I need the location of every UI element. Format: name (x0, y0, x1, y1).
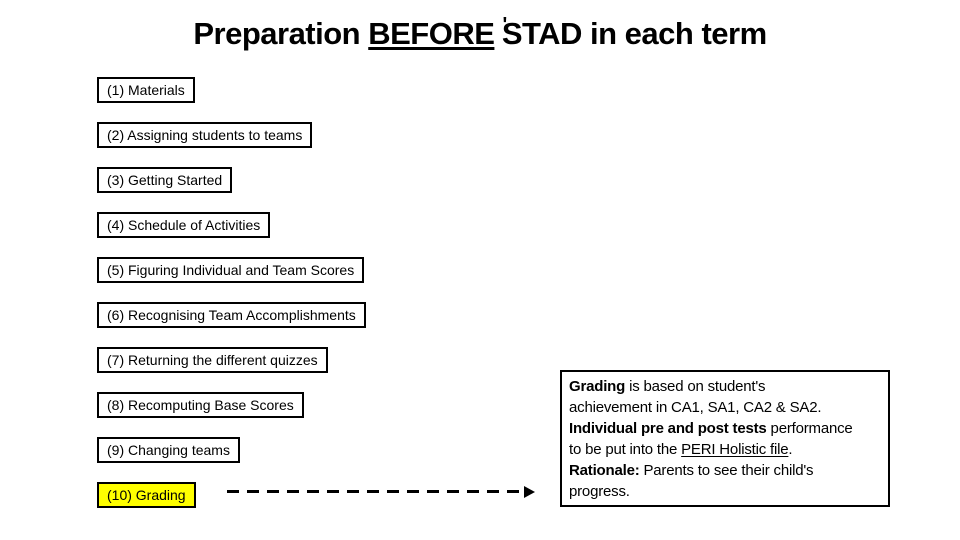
step-box: (2) Assigning students to teams (97, 122, 313, 148)
step-box: (8) Recomputing Base Scores (97, 392, 304, 418)
info-text-segment: progress. (569, 483, 630, 500)
info-text-segment: Grading (569, 378, 626, 395)
title-text: Preparation (193, 16, 369, 51)
step-box: (5) Figuring Individual and Team Scores (97, 257, 365, 283)
info-text-segment: Rationale: (569, 462, 640, 479)
info-line: Grading is based on student's (569, 376, 881, 397)
info-box: Grading is based on student's achievement… (560, 370, 890, 507)
info-text-segment: . (788, 441, 793, 458)
stray-apostrophe: ' (502, 14, 508, 36)
info-text-segment: Parents to see their child's (639, 462, 814, 479)
info-text-segment: Individual pre and post tests (569, 420, 767, 437)
title-emphasis: BEFORE (368, 16, 495, 51)
dashed-arrow (227, 485, 535, 498)
info-text-segment: achievement in CA1, SA1, CA2 & SA2. (569, 399, 822, 416)
info-line: Rationale: Parents to see their child's (569, 460, 881, 481)
info-text-segment: to be put into the (569, 441, 682, 458)
info-text-segment: PERI Holistic file (681, 441, 789, 458)
slide-title: Preparation BEFORE 'STAD in each term (0, 14, 960, 52)
step-box: (7) Returning the different quizzes (97, 347, 328, 373)
step-box: (6) Recognising Team Accomplishments (97, 302, 366, 328)
step-box: (10) Grading (97, 482, 196, 508)
info-line: to be put into the PERI Holistic file. (569, 439, 881, 460)
info-line: achievement in CA1, SA1, CA2 & SA2. (569, 397, 881, 418)
arrow-head-icon (524, 485, 535, 498)
step-box: (4) Schedule of Activities (97, 212, 271, 238)
step-box: (3) Getting Started (97, 167, 233, 193)
steps-list: (1) Materials (2) Assigning students to t… (97, 77, 366, 527)
info-line: Individual pre and post tests performanc… (569, 418, 881, 439)
step-box: (1) Materials (97, 77, 195, 103)
info-text-segment: performance (766, 420, 853, 437)
dashed-arrow-line (227, 490, 524, 493)
step-box: (9) Changing teams (97, 437, 240, 463)
title-text: STAD in each term (501, 16, 767, 51)
info-text-segment: is based on student's (625, 378, 766, 395)
info-line: progress. (569, 481, 881, 502)
